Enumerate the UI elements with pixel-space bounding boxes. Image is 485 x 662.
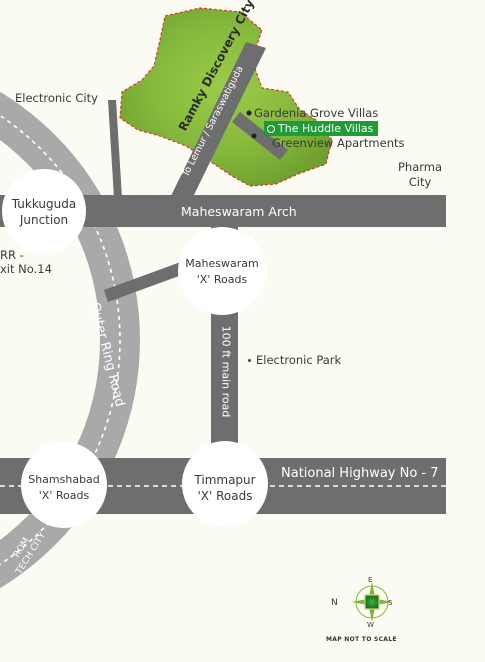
greenview-apartments-text: Greenview Apartments	[272, 136, 405, 150]
maheswaram-line2: 'X' Roads	[196, 273, 248, 286]
the-huddle-villas-text: The Huddle Villas	[278, 122, 374, 135]
pharma-city-line2: City	[408, 175, 432, 189]
maheswaram-x-roads-circle	[178, 227, 266, 315]
gardenia-spur	[232, 112, 288, 160]
gardenia-marker	[246, 110, 252, 116]
map-not-to-scale-note: MAP NOT TO SCALE	[326, 636, 397, 643]
orr-exit-line2: xit No.14	[0, 262, 52, 276]
100ft-main-road-text: 100 ft main road	[219, 325, 233, 418]
electronic-park-label: Electronic Park	[248, 353, 341, 367]
compass-north-label: N	[331, 598, 338, 608]
orr-exit-line1: RR -	[0, 248, 24, 262]
compass-west-label: W	[367, 621, 374, 629]
national-highway-7-label: National Highway No - 7	[281, 466, 439, 481]
compass-icon	[352, 582, 392, 622]
shamshabad-line1: Shamshabad	[28, 473, 100, 486]
timmapur-line1: Timmapur	[194, 473, 256, 487]
pharma-city-label: Pharma City	[398, 160, 442, 190]
timmapur-x-roads-label: Timmapur 'X' Roads	[182, 472, 268, 504]
pharma-city-line1: Pharma	[398, 160, 443, 174]
tukkuguda-line2: Junction	[19, 213, 69, 227]
maheswaram-arch-text: Maheswaram Arch	[181, 204, 297, 219]
electronic-city-text: Electronic City	[15, 91, 98, 105]
timmapur-line2: 'X' Roads	[197, 489, 253, 503]
maheswaram-arch-label: Maheswaram Arch	[181, 204, 297, 219]
greenview-marker	[251, 133, 257, 139]
electronic-park-text: Electronic Park	[256, 353, 342, 367]
gardenia-grove-villas-text: Gardenia Grove Villas	[254, 106, 379, 120]
tukkuguda-line1: Tukkuguda	[11, 197, 77, 211]
the-huddle-villas-badge: The Huddle Villas	[264, 121, 379, 136]
compass-east-label: E	[368, 576, 373, 584]
shamshabad-x-roads-label: Shamshabad 'X' Roads	[22, 472, 106, 504]
greenview-apartments-label: Greenview Apartments	[272, 136, 404, 150]
maheswaram-x-roads-label: Maheswaram 'X' Roads	[177, 256, 267, 288]
maheswaram-connector	[104, 256, 201, 302]
100ft-main-road-label: 100 ft main road	[220, 312, 233, 432]
shamshabad-line2: 'X' Roads	[38, 489, 90, 502]
electronic-city-label: Electronic City	[15, 91, 98, 105]
tukkuguda-junction-circle	[2, 169, 86, 253]
gardenia-grove-villas-label: Gardenia Grove Villas	[254, 106, 378, 120]
national-highway-7-text: National Highway No - 7	[281, 466, 439, 481]
electronic-park-marker	[248, 359, 251, 362]
lemur-road	[169, 42, 266, 205]
location-ring-icon	[267, 125, 275, 133]
orr-exit-label: RR - xit No.14	[0, 248, 52, 276]
electronic-city-road	[108, 100, 122, 198]
shamshabad-x-roads-circle	[21, 442, 107, 528]
maheswaram-line1: Maheswaram	[185, 257, 259, 270]
compass-south-label: S	[388, 599, 393, 607]
timmapur-x-roads-circle	[182, 441, 268, 527]
tukkuguda-junction-label: Tukkuguda Junction	[4, 196, 84, 228]
